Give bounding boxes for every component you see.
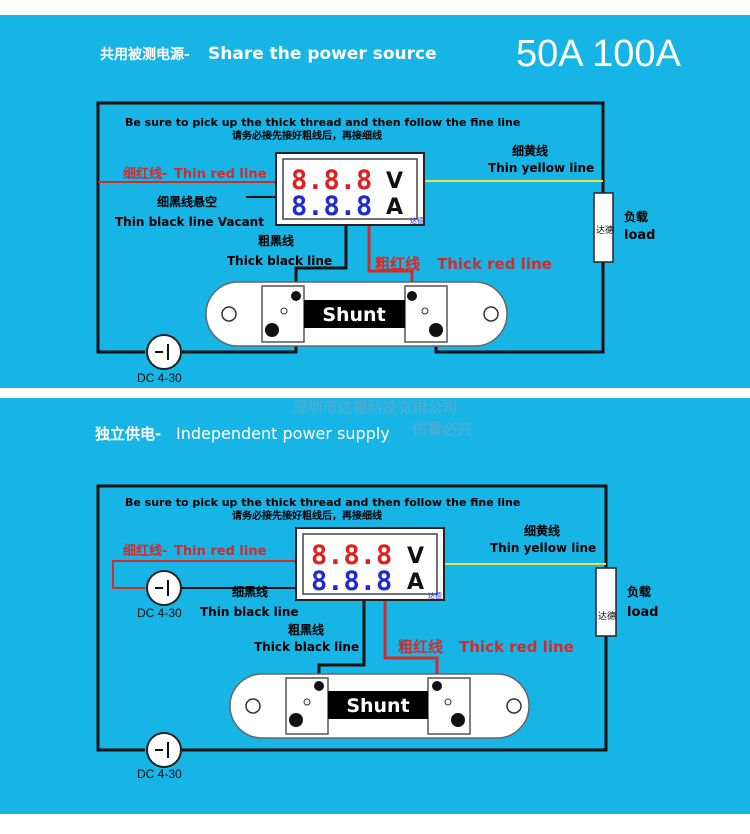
dc-power-source <box>146 334 182 370</box>
thin-yellow-label-cn: 细黄线 <box>524 523 560 538</box>
frame-wire-left <box>96 187 145 354</box>
thin-red-label-en: Thin red line <box>174 544 267 559</box>
heading-cn: 独立供电- <box>95 425 161 443</box>
shunt-label: Shunt <box>322 304 385 326</box>
heading-en: Independent power supply <box>176 424 390 443</box>
display-brand-tag: 达德 <box>428 591 442 600</box>
amp-unit: A <box>386 195 403 220</box>
thin-yellow-label-cn: 细黄线 <box>512 143 548 158</box>
current-rating-badge: 50A 100A <box>516 33 681 75</box>
current-readout: 8.8.8 <box>311 566 392 597</box>
dc-power-source-main <box>146 732 182 768</box>
thin-yellow-label-en: Thin yellow line <box>488 161 594 175</box>
load-resistor: 达德 <box>593 192 614 263</box>
power-label: DC 4-30 <box>137 371 182 385</box>
thick-black-label-en: Thick black line <box>254 640 359 654</box>
power-meter-label: DC 4-30 <box>137 606 182 620</box>
voltage-readout: 8.8.8 <box>311 540 392 571</box>
thin-black-label-cn: 细黑线 <box>232 584 268 599</box>
watermark-company: 深圳市达德科技有限公司 <box>292 398 457 416</box>
voltmeter-ammeter-display: 8.8.8 8.8.8 V A 达德 <box>295 527 445 601</box>
watermark-notice: 仿冒必究 <box>412 420 472 438</box>
dc-power-source-meter <box>146 570 182 606</box>
load-box-mark: 达德 <box>598 610 616 622</box>
load-label-cn: 负载 <box>624 209 648 224</box>
frame-wire-top <box>96 101 605 193</box>
voltmeter-ammeter-display: 8.8.8 8.8.8 V A 达德 <box>275 152 425 226</box>
thin-red-label-en: Thin red line <box>174 167 267 182</box>
amp-unit: A <box>407 570 424 595</box>
instruction-en: Be sure to pick up the thick thread and … <box>125 496 520 509</box>
thin-yellow-label-en: Thin yellow line <box>490 541 596 555</box>
power-main-label: DC 4-30 <box>137 767 182 781</box>
thick-black-label-en: Thick black line <box>227 254 332 268</box>
thick-red-wire <box>383 600 439 682</box>
heading-cn: 共用被测电源- <box>100 46 190 63</box>
thick-red-label-cn: 粗红线 <box>375 255 420 273</box>
load-label-en: load <box>627 605 658 620</box>
shared-power-diagram: 共用被测电源- Share the power source 50A 100A … <box>96 33 681 385</box>
load-label-cn: 负载 <box>627 584 651 599</box>
frame-wire-bottom <box>182 636 608 752</box>
thin-red-label-cn: 细红线- <box>123 543 167 559</box>
instruction-cn: 请务必接先接好粗线后，再接细线 <box>232 129 382 142</box>
shared-power-panel: 共用被测电源- Share the power source 50A 100A … <box>0 15 750 388</box>
thick-black-label-cn: 粗黑线 <box>258 233 294 248</box>
load-resistor: 达德 <box>595 567 617 637</box>
independent-power-diagram: 深圳市达德科技有限公司 仿冒必究 独立供电- Independent power… <box>95 398 658 781</box>
thick-red-label-cn: 粗红线 <box>398 638 443 656</box>
thin-black-label-en: Thin black line <box>200 605 299 619</box>
heading-en: Share the power source <box>208 44 437 64</box>
thin-red-wire <box>112 560 296 589</box>
shunt-label: Shunt <box>346 695 409 717</box>
load-label-en: load <box>624 228 655 243</box>
independent-power-panel: 深圳市达德科技有限公司 仿冒必究 独立供电- Independent power… <box>0 398 750 814</box>
thin-black-label-en: Thin black line Vacant <box>115 215 264 229</box>
instruction-en: Be sure to pick up the thick thread and … <box>125 116 520 129</box>
thin-black-label-cn: 细黑线悬空 <box>157 194 217 209</box>
thick-black-label-cn: 粗黑线 <box>288 622 324 637</box>
shunt: Shunt <box>229 673 530 739</box>
load-box-mark: 达德 <box>596 224 614 236</box>
thin-red-label-cn: 细红线- <box>123 166 167 182</box>
instruction-cn: 请务必接先接好粗线后，再接细线 <box>232 509 382 522</box>
frame-wire-top <box>96 484 608 576</box>
display-brand-tag: 达德 <box>410 216 424 225</box>
shunt: Shunt <box>205 281 508 347</box>
current-readout: 8.8.8 <box>291 191 372 222</box>
volt-unit: V <box>407 544 424 569</box>
thick-red-label-en: Thick red line <box>437 255 552 273</box>
thick-red-label-en: Thick red line <box>459 638 574 656</box>
frame-wire-left <box>96 576 145 752</box>
voltage-readout: 8.8.8 <box>291 165 372 196</box>
volt-unit: V <box>386 169 403 194</box>
thick-black-wire <box>294 225 348 292</box>
